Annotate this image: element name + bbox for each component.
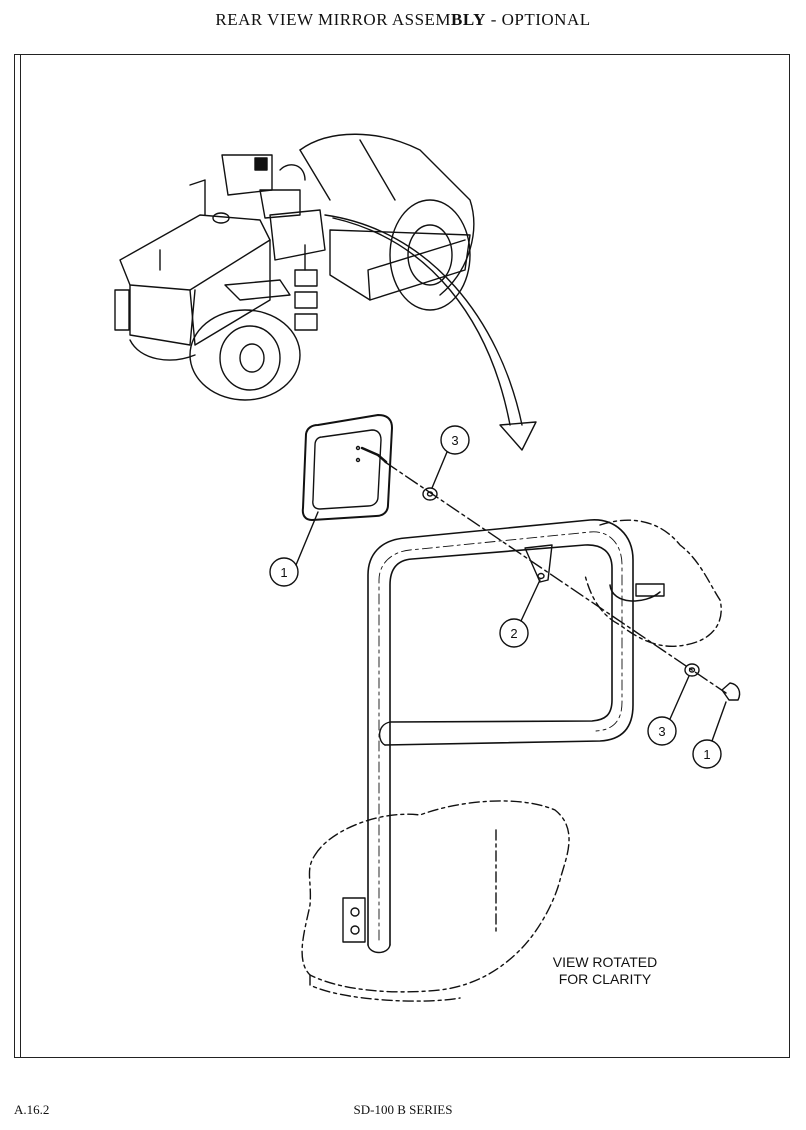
detail-leader-arrow	[324, 214, 537, 451]
callout-label: 3	[451, 433, 458, 448]
callout-1-acorn-nut: 1	[692, 701, 727, 769]
page-title: REAR VIEW MIRROR ASSEMBLY - OPTIONAL	[0, 10, 806, 30]
acorn-nut-1	[721, 682, 741, 701]
note-line-1: VIEW ROTATED	[552, 954, 658, 970]
drawing-frame	[14, 54, 790, 1058]
washer-3-lower	[684, 663, 700, 677]
assembly-centerline	[384, 461, 727, 694]
drawing-frame-inner-rule	[20, 54, 790, 1058]
title-text: REAR VIEW MIRROR ASSEM	[215, 10, 452, 29]
title-suffix-text: - OPTIONAL	[485, 10, 591, 29]
mirror-head	[301, 414, 393, 521]
series-label: SD-100 B SERIES	[353, 1102, 453, 1117]
callout-3-upper-washer: 3	[431, 425, 470, 489]
page-reference: A.16.2	[14, 1102, 50, 1117]
callout-1-mirror: 1	[269, 511, 319, 587]
roller-compactor-illustration	[114, 133, 475, 401]
note-line-2: FOR CLARITY	[558, 971, 652, 987]
callout-label: 1	[703, 747, 710, 762]
callout-label: 3	[658, 724, 665, 739]
view-rotated-note: VIEW ROTATED FOR CLARITY	[520, 954, 690, 988]
callout-label: 1	[280, 565, 287, 580]
callout-label: 2	[510, 626, 517, 641]
title-bold-text: BLY	[451, 10, 486, 29]
callout-3-lower-washer: 3	[647, 675, 690, 746]
callout-2-bracket: 2	[499, 579, 541, 648]
handrail-mirror-bracket	[301, 519, 722, 1002]
washer-3-upper	[422, 487, 438, 501]
